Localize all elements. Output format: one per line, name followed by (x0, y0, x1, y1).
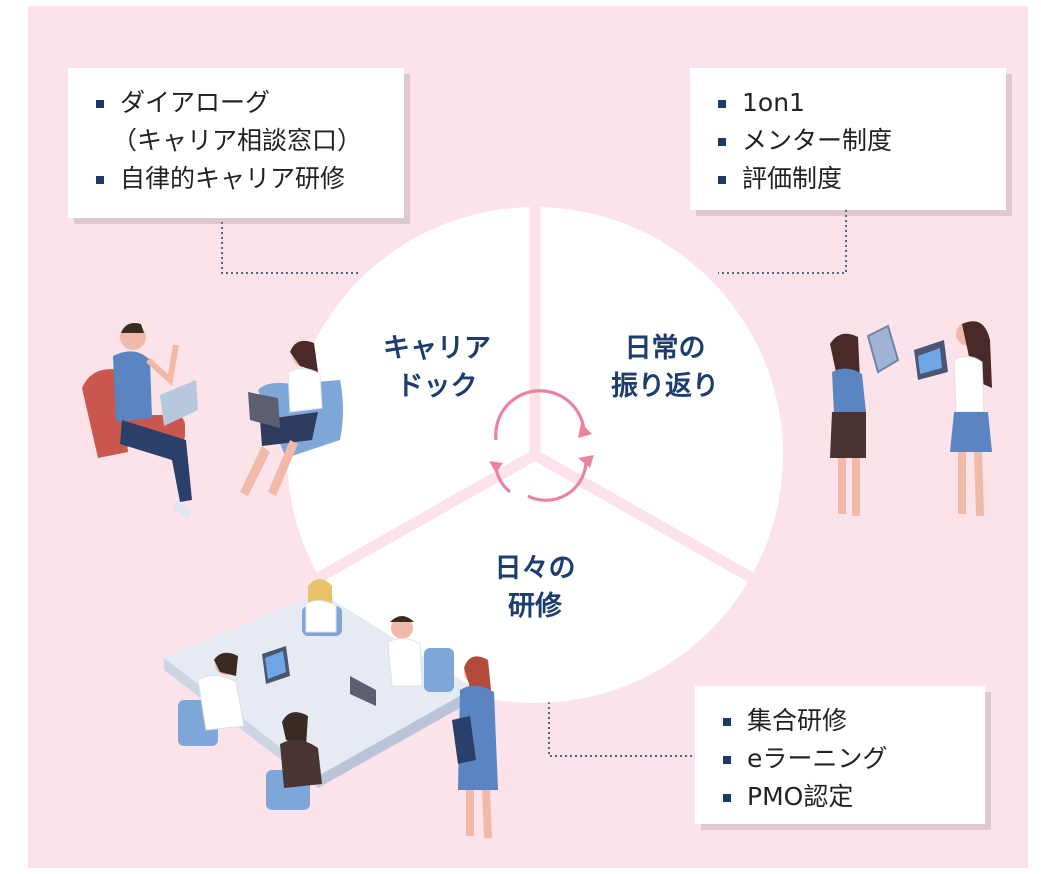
dotted-connectors (221, 210, 847, 757)
list-item: PMO認定 (717, 778, 963, 816)
segment-label-daily-reflection: 日常の 振り返り (580, 330, 750, 406)
list-item: ダイアローグ (90, 84, 382, 122)
connector-bottom-right (548, 697, 695, 757)
meeting-table-illustration (164, 579, 498, 838)
list-item: 集合研修 (717, 702, 963, 740)
people-standing-illustration (830, 321, 992, 516)
segment-label-daily-training: 日々の 研修 (450, 550, 620, 626)
list-item: 1on1 (712, 84, 984, 122)
connector-top-left (221, 222, 360, 274)
list-item-continuation: （キャリア相談窓口） (112, 126, 363, 155)
people-conversation-illustration (82, 323, 343, 518)
segment-label-line: 研修 (508, 591, 562, 622)
daily-reflection-items-box: 1on1 メンター制度 評価制度 (690, 68, 1006, 210)
segment-label-line: ドック (396, 371, 478, 402)
connector-top-right (718, 210, 847, 274)
segment-label-career-dock: キャリア ドック (352, 330, 522, 406)
list-item: 評価制度 (712, 160, 984, 198)
list-item: eラーニング (717, 740, 963, 778)
segment-label-line: キャリア (383, 333, 491, 364)
list-item: 自律的キャリア研修 (90, 160, 382, 198)
career-dock-items-box: ダイアローグ （キャリア相談窓口） 自律的キャリア研修 (68, 68, 404, 218)
segment-label-line: 日々の (494, 553, 576, 584)
list-item: メンター制度 (712, 122, 984, 160)
segment-label-line: 振り返り (611, 371, 719, 402)
segment-label-line: 日常の (624, 333, 706, 364)
daily-training-items-box: 集合研修 eラーニング PMO認定 (695, 686, 985, 824)
